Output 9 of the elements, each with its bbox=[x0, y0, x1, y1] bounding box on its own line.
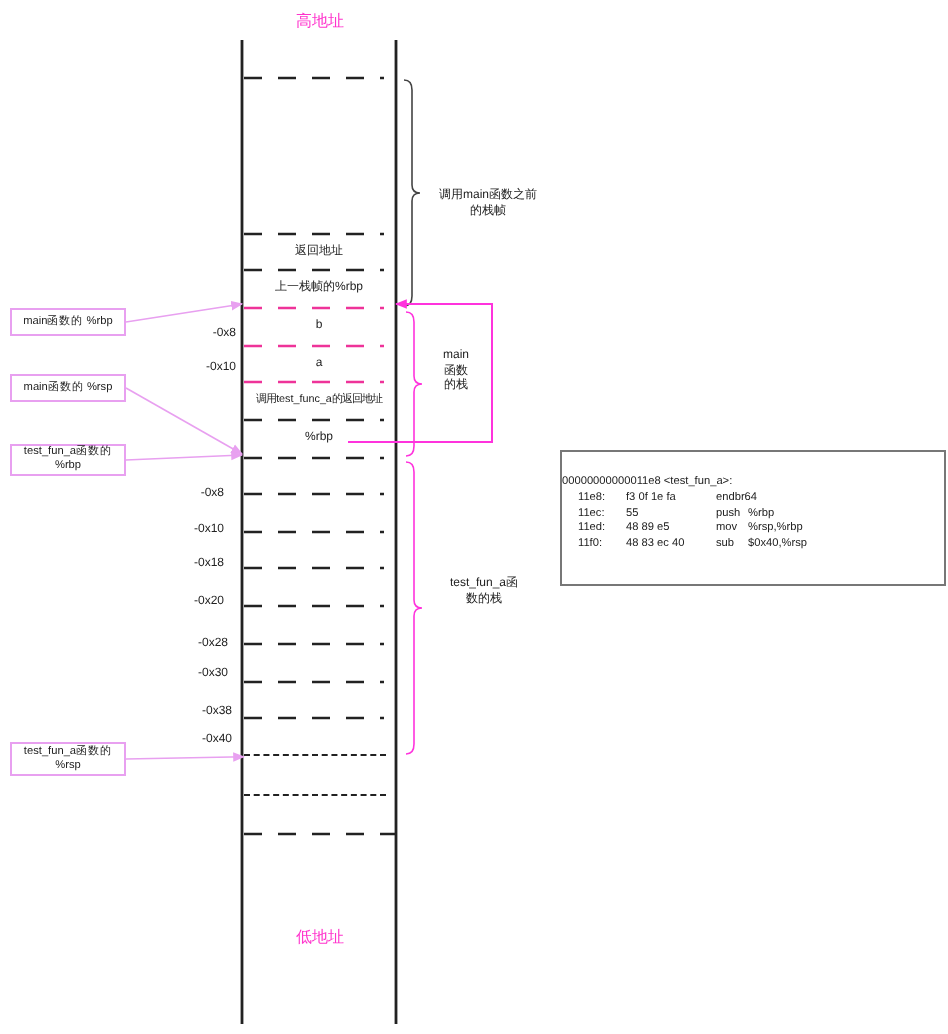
arrow bbox=[125, 752, 246, 762]
arrow bbox=[125, 300, 244, 323]
heading: 低地址 bbox=[294, 928, 346, 947]
stack-slot bbox=[244, 754, 386, 796]
heading: 高地址 bbox=[294, 12, 346, 31]
arrow bbox=[125, 387, 244, 455]
code-box bbox=[560, 450, 946, 586]
arrow bbox=[125, 450, 244, 461]
arrow bbox=[347, 299, 493, 443]
